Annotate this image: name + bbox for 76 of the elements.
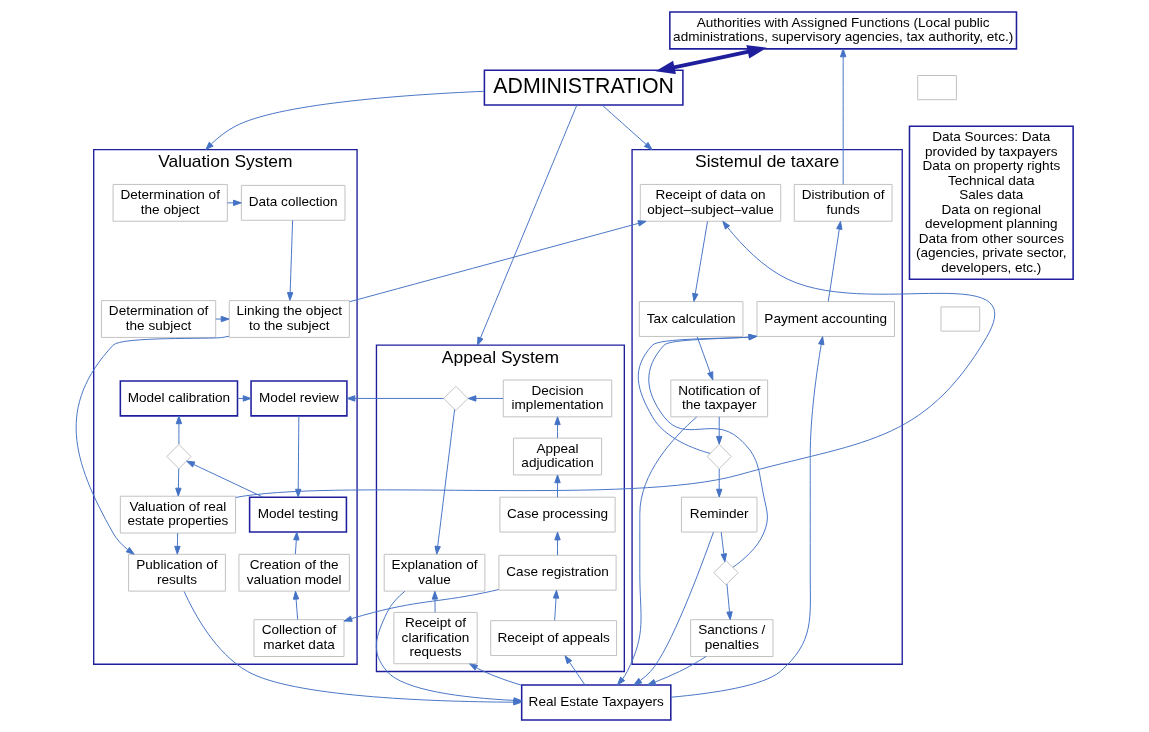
node-box: Appeal adjudication xyxy=(512,437,603,476)
node-box: Model calibration xyxy=(119,380,239,417)
node-box: Valuation of real estate properties xyxy=(119,495,237,534)
node-box xyxy=(917,75,957,101)
node-box: Sanctions / penalties xyxy=(690,619,774,657)
arrow xyxy=(186,460,264,498)
node-diamond xyxy=(713,560,739,586)
arrow xyxy=(554,531,561,556)
arrow xyxy=(633,531,714,686)
arrow xyxy=(617,416,698,686)
arrow xyxy=(637,333,758,454)
arrow xyxy=(827,220,843,302)
node-box: ADMINISTRATION xyxy=(483,69,684,106)
node-box: Reminder xyxy=(680,496,758,533)
node-box xyxy=(940,306,981,332)
node-box: Real Estate Taxpayers xyxy=(520,684,672,721)
node-box: Receipt of data on object–subject–value xyxy=(639,183,782,222)
arrow xyxy=(554,474,561,498)
node-box: Determination of the object xyxy=(112,183,228,222)
arrow xyxy=(434,408,456,555)
node-box: Collection of market data xyxy=(253,619,345,657)
arrow xyxy=(601,104,653,151)
arrow xyxy=(295,415,302,498)
arrow xyxy=(75,335,230,555)
node-box: Model testing xyxy=(248,496,348,533)
node-box: Model review xyxy=(250,380,348,417)
arrow xyxy=(226,199,242,207)
node-box: Decision implementation xyxy=(502,379,613,418)
node-diamond xyxy=(706,443,732,470)
node-box: Notification of the taxpayer xyxy=(670,379,769,418)
arrow xyxy=(343,589,500,622)
arrow xyxy=(174,532,181,555)
arrow xyxy=(552,589,560,621)
node-box: Authorities with Assigned Functions (Local public administrations, supervisory agencies, tax authority, etc.) xyxy=(669,11,1018,50)
arrow xyxy=(431,590,439,613)
arrow xyxy=(467,395,504,402)
arrow xyxy=(716,416,723,445)
node-box: Case processing xyxy=(499,496,616,533)
arrow xyxy=(215,315,230,323)
node-box: Data Sources: Data provided by taxpayers Data on property rights Technical data Sales data Data on regional development planning Data from other sources (agencies, private sector, developers, etc.) xyxy=(908,125,1074,281)
node-box: Determination of the subject xyxy=(100,300,217,338)
node-box: Publication of results xyxy=(128,553,226,592)
node-box: Payment accounting xyxy=(756,301,895,337)
arrow xyxy=(292,590,300,621)
arrow xyxy=(469,663,523,686)
arrow xyxy=(720,531,728,563)
arrow xyxy=(554,416,561,439)
arrow xyxy=(696,336,714,381)
arrow xyxy=(692,220,708,302)
arrow xyxy=(647,656,707,686)
arrow xyxy=(346,395,444,402)
arrow xyxy=(716,468,723,498)
arrow xyxy=(235,220,995,498)
arrow xyxy=(205,90,485,151)
arrow xyxy=(175,415,183,445)
node-box: Distribution of funds xyxy=(793,183,893,222)
node-box: Explanation of value xyxy=(383,553,486,592)
arrow xyxy=(349,220,647,303)
node-box: Receipt of clarification requests xyxy=(393,611,478,665)
arrow xyxy=(293,531,300,555)
node-box: Creation of the valuation model xyxy=(238,553,350,592)
arrow xyxy=(477,104,578,346)
arrow xyxy=(564,655,586,686)
node-diamond xyxy=(443,385,469,412)
arrow xyxy=(726,583,733,621)
node-box: Data collection xyxy=(240,184,346,221)
node-box: Receipt of appeals xyxy=(490,620,618,656)
node-box: Tax calculation xyxy=(638,301,744,337)
node-diamond xyxy=(166,443,192,470)
arrow xyxy=(237,395,252,402)
node-box: Linking the object to the subject xyxy=(228,300,350,338)
arrow xyxy=(286,219,294,301)
node-box: Case registration xyxy=(498,554,617,591)
arrow xyxy=(175,468,182,497)
arrow xyxy=(655,45,767,74)
arrow xyxy=(839,48,847,185)
